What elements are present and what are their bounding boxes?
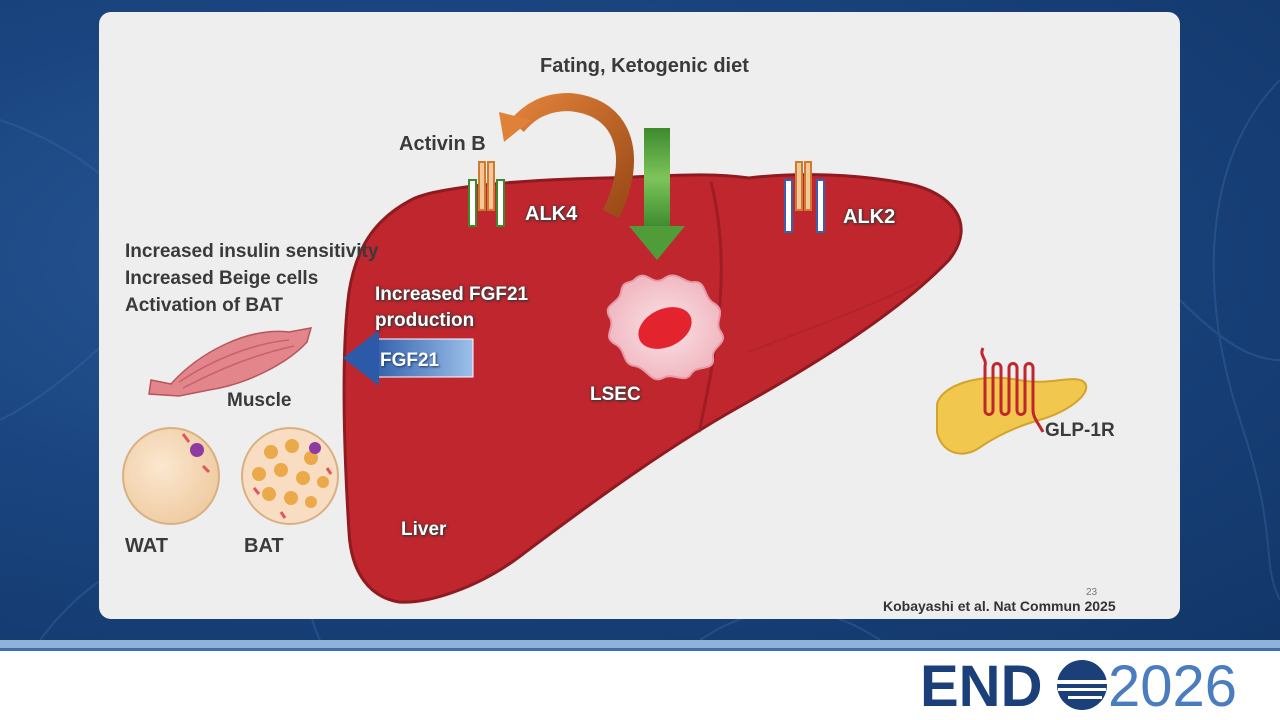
activin-b-label: Activin B bbox=[399, 133, 486, 155]
diagram-graphics bbox=[122, 92, 1088, 604]
curved-arrow-to-activin bbox=[499, 92, 635, 219]
glp1r-label: GLP-1R bbox=[1045, 420, 1115, 441]
muscle-label: Muscle bbox=[227, 390, 292, 411]
muscle-icon bbox=[148, 327, 313, 397]
footer-stripe-dark bbox=[0, 648, 1280, 651]
logo-year-text: 2026 bbox=[1108, 654, 1237, 714]
wat-label: WAT bbox=[125, 535, 168, 557]
glp1r-receptor-icon bbox=[980, 347, 1045, 433]
fgf21-label: FGF21 bbox=[380, 350, 440, 371]
wat-cell-icon bbox=[122, 427, 220, 525]
fgf21-arrow bbox=[343, 330, 474, 386]
liver-shadow bbox=[748, 281, 920, 353]
bat-cell-icon bbox=[241, 427, 339, 525]
alk2-receptor-icon bbox=[784, 161, 825, 233]
alk2-label: ALK2 bbox=[843, 206, 896, 228]
trigger-label: Fating, Ketogenic diet bbox=[540, 55, 749, 77]
liver-lobe-line bbox=[697, 181, 723, 433]
endo-2026-logo: END 2026 bbox=[920, 654, 1237, 714]
fgf21-production-line2: production bbox=[375, 310, 475, 331]
effect-insulin-sensitivity: Increased insulin sensitivity bbox=[125, 241, 379, 262]
effect-bat-activation: Activation of BAT bbox=[125, 295, 283, 316]
green-down-arrow bbox=[629, 128, 685, 260]
pancreas-icon bbox=[936, 376, 1088, 455]
lsec-label: LSEC bbox=[590, 384, 641, 405]
liver-label: Liver bbox=[401, 519, 447, 540]
footer-stripe-light bbox=[0, 640, 1280, 648]
alk4-receptor-icon bbox=[468, 161, 505, 227]
page-number: 23 bbox=[1086, 587, 1098, 598]
bat-label: BAT bbox=[244, 535, 284, 557]
effect-beige-cells: Increased Beige cells bbox=[125, 268, 319, 289]
slide-panel: Fating, Ketogenic diet Activin B ALK4 AL… bbox=[99, 12, 1180, 619]
lsec-cell-icon bbox=[606, 274, 724, 381]
citation: Kobayashi et al. Nat Commun 2025 bbox=[883, 598, 1116, 614]
logo-globe-icon bbox=[1056, 660, 1108, 710]
liver-shape bbox=[342, 173, 963, 604]
logo-end-text: END bbox=[920, 654, 1042, 714]
alk4-label: ALK4 bbox=[525, 203, 578, 225]
fgf21-production-line1: Increased FGF21 bbox=[375, 284, 529, 305]
